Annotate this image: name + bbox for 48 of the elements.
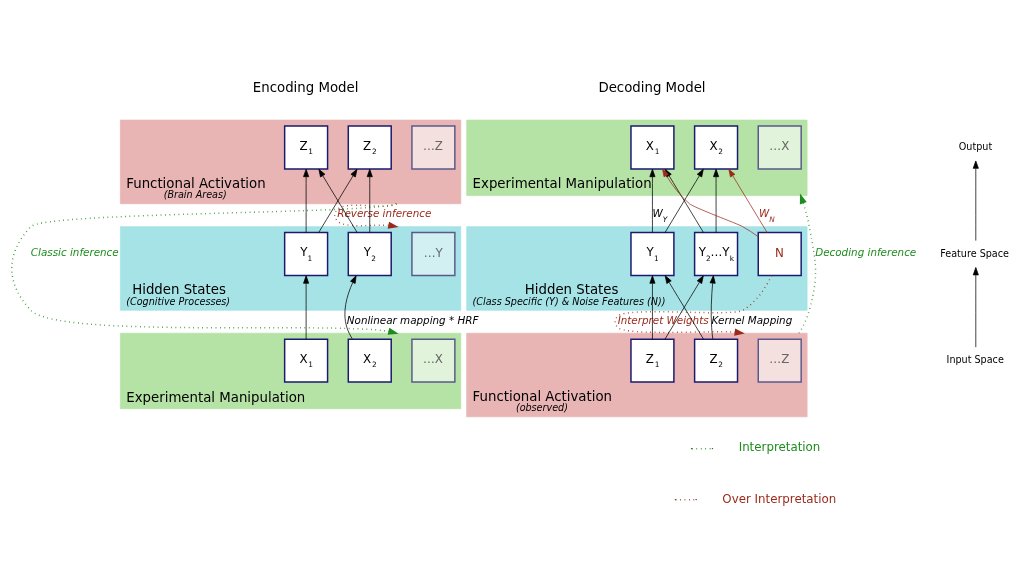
node-box: …X (757, 125, 802, 170)
node-box: Y$_{2}$ (347, 231, 392, 277)
node-box: N (757, 231, 802, 277)
edge-label: Nonlinear mapping * HRF (346, 313, 479, 326)
arrow (303, 168, 310, 233)
node-box: Z$_{2}$ (347, 125, 392, 170)
label: Decoding Model (598, 79, 706, 95)
edge-label: Decoding inference (815, 246, 917, 259)
arrow (344, 275, 357, 340)
node-box: X$_{2}$ (347, 338, 392, 383)
node-box: Y$_{2}$…Y$_{k}$ (693, 231, 739, 277)
arrow (303, 275, 310, 340)
legend-label: Over Interpretation (722, 491, 837, 506)
arrow (11, 203, 399, 335)
node-box: Y$_{1}$ (630, 231, 675, 277)
edge-label: Kernel Mapping (711, 313, 793, 326)
arrow (664, 275, 704, 340)
node-box: …Z (411, 125, 456, 170)
arrow (709, 275, 716, 340)
legend-label: Interpretation (738, 440, 821, 455)
edge-label: W$_{Y}$ (652, 207, 668, 224)
node-box: X$_{2}$ (693, 125, 739, 170)
node-box: Z$_{1}$ (283, 125, 329, 170)
node-box: Z$_{2}$ (693, 338, 739, 383)
arrow (333, 203, 399, 229)
label: Encoding Model (252, 79, 359, 95)
edge-label: W$_{N}$ (758, 207, 775, 224)
arrow (649, 275, 656, 340)
arrow (649, 168, 656, 233)
node-box: …Z (757, 338, 802, 383)
arrow (614, 274, 773, 336)
node-box: …X (411, 338, 456, 383)
node-box: X$_{1}$ (630, 125, 675, 170)
arrow (728, 168, 768, 233)
node-text: Output (958, 141, 993, 152)
arrow (713, 168, 720, 233)
arrow (972, 267, 979, 348)
arrow (318, 168, 358, 233)
edge-label: Reverse inference (337, 207, 432, 220)
arrow (366, 168, 373, 233)
edge-label: Classic inference (30, 246, 119, 259)
node-text: Feature Space (940, 247, 1009, 259)
node-box: X$_{1}$ (283, 338, 329, 383)
node-box: Y$_{1}$ (283, 231, 329, 277)
node-box: Z$_{1}$ (630, 338, 675, 383)
node-text: Input Space (946, 354, 1004, 366)
arrow (972, 160, 979, 241)
node-box: …Y (411, 231, 456, 277)
